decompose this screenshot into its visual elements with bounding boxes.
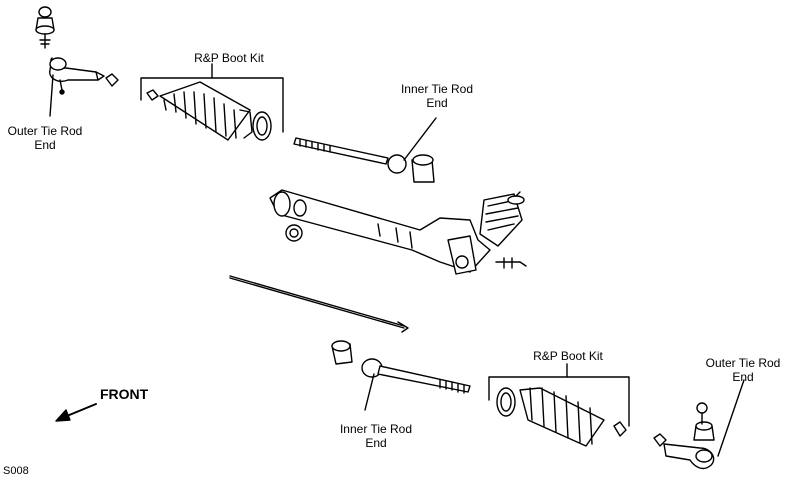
- rp-boot-kit-top-part: [146, 81, 272, 141]
- label-inner-tie-rod-end-bottom: Inner Tie Rod End: [339, 422, 413, 450]
- outer-tie-rod-end-right-part: [653, 402, 715, 470]
- inner-tie-rod-bottom-part: [331, 340, 471, 394]
- label-outer-tie-rod-end-right: Outer Tie Rod End: [705, 356, 781, 384]
- rp-boot-kit-bottom-part: [496, 387, 627, 447]
- label-rp-boot-kit-top: R&P Boot Kit: [194, 51, 264, 65]
- label-front: FRONT: [100, 386, 149, 402]
- label-outer-tie-rod-end-left: Outer Tie Rod End: [7, 124, 83, 152]
- leader-outer-tie-rod-right: [717, 379, 745, 457]
- label-rp-boot-kit-bottom: R&P Boot Kit: [533, 349, 603, 363]
- inner-tie-rod-top-part: [293, 137, 435, 183]
- label-inner-tie-rod-end-top: Inner Tie Rod End: [400, 82, 474, 110]
- rack-housing-part: [269, 189, 527, 275]
- rack-rod-part: [229, 275, 405, 327]
- figure-code: S008: [3, 465, 29, 477]
- front-arrow-icon: [55, 403, 97, 422]
- leader-outer-tie-rod-left: [49, 74, 54, 117]
- leader-inner-tie-rod-bottom: [364, 373, 375, 411]
- bracket-boot-kit-bottom: [488, 376, 630, 427]
- outer-tie-rod-end-left-part: [35, 6, 119, 95]
- leader-inner-tie-rod-top: [403, 117, 437, 161]
